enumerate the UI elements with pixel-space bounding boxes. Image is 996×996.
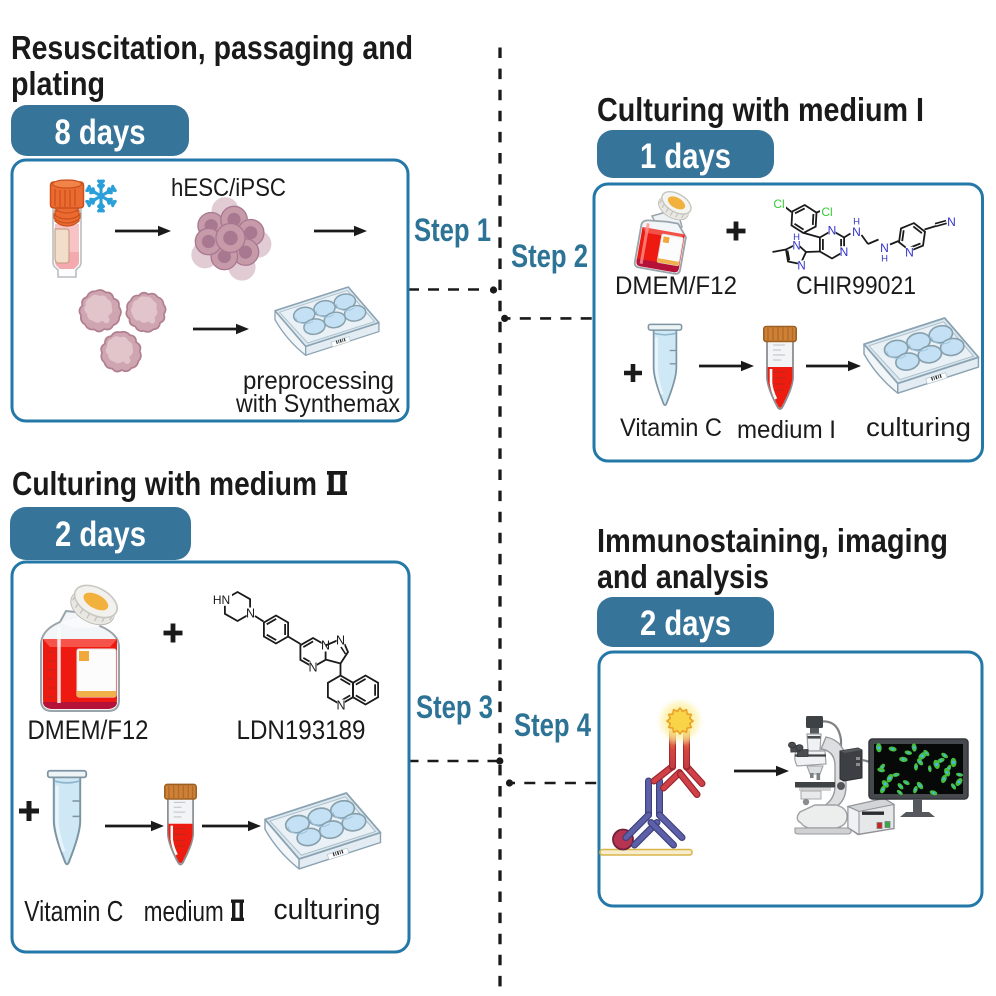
svg-text:N: N: [852, 225, 861, 239]
svg-text:Step 3: Step 3: [416, 689, 493, 725]
svg-text:N: N: [797, 261, 805, 273]
svg-text:DMEM/F12: DMEM/F12: [28, 715, 149, 745]
svg-text:H: H: [853, 216, 860, 227]
svg-text:preprocessing: preprocessing: [243, 367, 394, 395]
svg-text:Step 2: Step 2: [511, 238, 588, 274]
svg-text:LDN193189: LDN193189: [237, 715, 366, 745]
svg-text:N: N: [947, 215, 956, 229]
svg-text:Step 1: Step 1: [414, 212, 491, 248]
svg-text:Step 4: Step 4: [514, 707, 591, 743]
svg-text:N: N: [828, 223, 837, 237]
svg-text:N: N: [336, 699, 345, 713]
svg-text:Vitamin C: Vitamin C: [620, 414, 722, 442]
svg-text:N: N: [792, 241, 800, 253]
svg-text:2 days: 2 days: [640, 604, 731, 643]
svg-text:N: N: [246, 607, 255, 621]
svg-text:Vitamin C: Vitamin C: [24, 896, 123, 928]
svg-text:with Synthemax: with Synthemax: [235, 390, 400, 418]
svg-text:medium: medium: [144, 896, 224, 928]
svg-text:and analysis: and analysis: [597, 558, 769, 595]
svg-text:HN: HN: [213, 593, 230, 607]
svg-text:Cl: Cl: [821, 205, 832, 219]
svg-text:Culturing with medium: Culturing with medium: [12, 465, 317, 502]
svg-text:N: N: [880, 241, 889, 255]
svg-text:plating: plating: [11, 65, 105, 102]
svg-text:N: N: [905, 245, 914, 259]
svg-text:culturing: culturing: [866, 412, 971, 442]
svg-text:N: N: [840, 245, 849, 259]
svg-text:Immunostaining, imaging: Immunostaining, imaging: [597, 522, 948, 559]
svg-text:N: N: [336, 634, 345, 648]
svg-text:1 days: 1 days: [640, 137, 731, 176]
svg-text:culturing: culturing: [274, 894, 381, 926]
svg-text:H: H: [793, 232, 800, 243]
svg-text:hESC/iPSC: hESC/iPSC: [171, 174, 286, 202]
svg-text:N: N: [308, 661, 317, 675]
svg-text:Culturing with medium I: Culturing with medium I: [597, 91, 924, 128]
svg-text:Resuscitation, passaging and: Resuscitation, passaging and: [11, 29, 413, 66]
svg-text:H: H: [881, 253, 888, 264]
svg-text:Cl: Cl: [773, 197, 784, 211]
svg-text:8 days: 8 days: [55, 113, 146, 152]
svg-text:2 days: 2 days: [55, 515, 146, 554]
svg-text:CHIR99021: CHIR99021: [796, 272, 916, 300]
svg-text:DMEM/F12: DMEM/F12: [615, 272, 737, 300]
svg-text:medium I: medium I: [737, 416, 836, 444]
